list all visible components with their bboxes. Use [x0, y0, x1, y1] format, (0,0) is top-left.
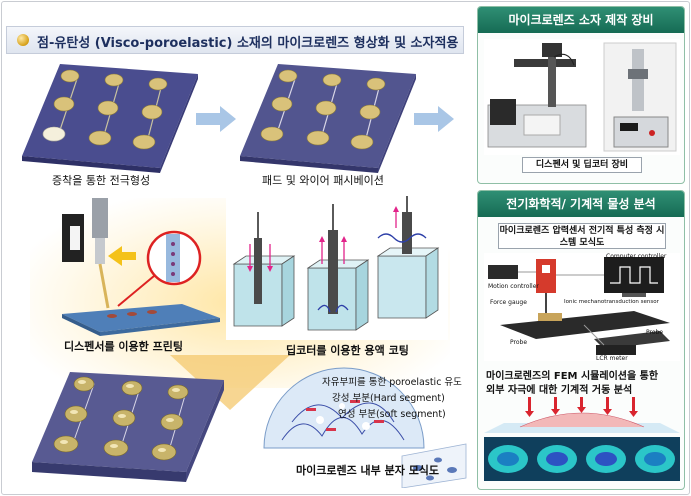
fem-caption-line1: 마이크로렌즈의 FEM 시뮬레이션을 통한: [486, 371, 659, 382]
right-arrow-icon: [414, 106, 454, 132]
dip-coating-illustration: [226, 194, 448, 340]
bullet-icon: [17, 34, 29, 46]
analysis-panel: 전기화학적/ 기계적 물성 분석 마이크로렌즈 압력센서 전기적 특성 측정 시…: [477, 190, 685, 490]
measurement-system-caption: 마이크로렌즈 압력센서 전기적 특성 측정 시스템 모식도: [498, 223, 666, 249]
poroelastic-label: 자유부피를 통한 poroelastic 유도: [322, 377, 462, 388]
equipment-photo: [484, 39, 680, 155]
fem-caption-line2: 외부 자극에 대한 기계적 거동 분석: [486, 385, 633, 396]
microlens-substrate-illustration: [32, 372, 224, 482]
step-electrode-caption: 증착을 통한 전극형성: [52, 174, 151, 187]
analysis-panel-title: 전기화학적/ 기계적 물성 분석: [478, 191, 684, 217]
equipment-panel-title: 마이크로렌즈 소자 제작 장비: [478, 7, 684, 33]
hard-segment-label: 강성 부분(Hard segment): [332, 393, 445, 404]
right-arrow-icon: [196, 106, 236, 132]
step-dipcoater-caption: 딥코터를 이용한 용액 코팅: [286, 344, 409, 357]
main-title-bar: 점-유탄성 (Visco-poroelastic) 소재의 마이크로렌즈 형상화…: [6, 26, 464, 54]
probe2-label: Probe: [646, 329, 664, 336]
ionic-sensor-label: Ionic mechanotransduction sensor: [564, 299, 659, 305]
main-title: 점-유탄성 (Visco-poroelastic) 소재의 마이크로렌즈 형상화…: [37, 36, 459, 51]
step-molecule-caption: 마이크로렌즈 내부 분자 모식도: [296, 464, 440, 477]
force-gauge-label: Force gauge: [490, 299, 527, 306]
probe-label: Probe: [510, 339, 528, 346]
lcr-meter-label: LCR meter: [596, 355, 628, 362]
passivation-substrate-illustration: [240, 64, 416, 173]
measurement-system-diagram: [484, 253, 680, 361]
step-dispenser-caption: 디스펜서를 이용한 프린팅: [64, 340, 183, 353]
equipment-caption: 디스펜서 및 딥코터 장비: [522, 157, 642, 173]
fem-simulation-image: [484, 397, 680, 481]
soft-segment-label: 연성 부분(soft segment): [338, 409, 446, 420]
electrode-substrate-illustration: [22, 64, 198, 173]
equipment-panel: 마이크로렌즈 소자 제작 장비 디스펜서 및 딥코터 장비: [477, 6, 685, 184]
molecule-schematic-illustration: [263, 367, 467, 488]
dispenser-printing-illustration: [62, 198, 220, 336]
motion-controller-label: Motion controller: [488, 283, 539, 290]
step-passivation-caption: 패드 및 와이어 패시베이션: [262, 174, 384, 187]
computer-controller-label: Computer controller: [606, 253, 667, 260]
